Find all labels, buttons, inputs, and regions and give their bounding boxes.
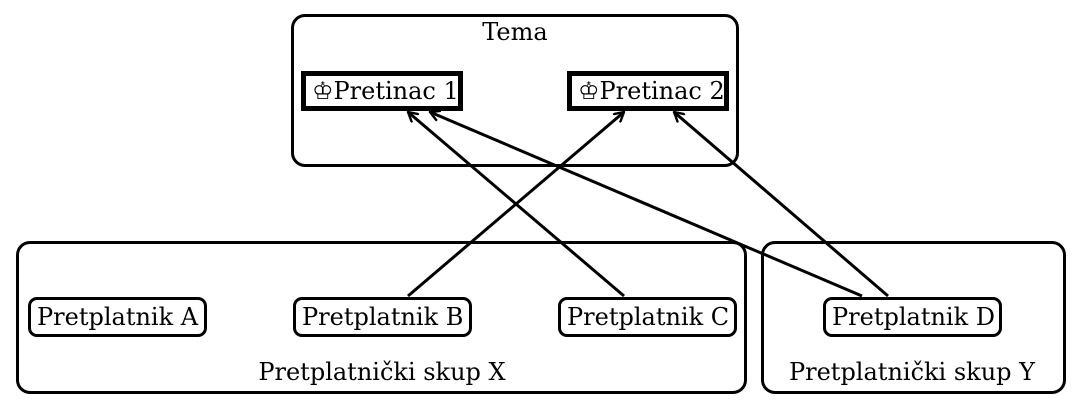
subscriber-d: Pretplatnik D [823,297,1002,337]
king-icon: ♔ [578,77,600,105]
queue-1: ♔Pretinac 1 [301,71,463,111]
queue-2-label: Pretinac 2 [599,77,725,105]
subscriber-a: Pretplatnik A [28,297,207,337]
group-x-box [16,241,747,394]
subscriber-b: Pretplatnik B [293,297,472,337]
king-icon: ♔ [312,77,334,105]
subscriber-c: Pretplatnik C [558,297,737,337]
group-y-box [761,241,1066,394]
group-y-label: Pretplatnički skup Y [788,358,1036,386]
queue-1-label: Pretinac 1 [333,77,459,105]
topic-label: Tema [482,18,548,46]
group-x-label: Pretplatnički skup X [258,358,506,386]
queue-2: ♔Pretinac 2 [567,71,729,111]
